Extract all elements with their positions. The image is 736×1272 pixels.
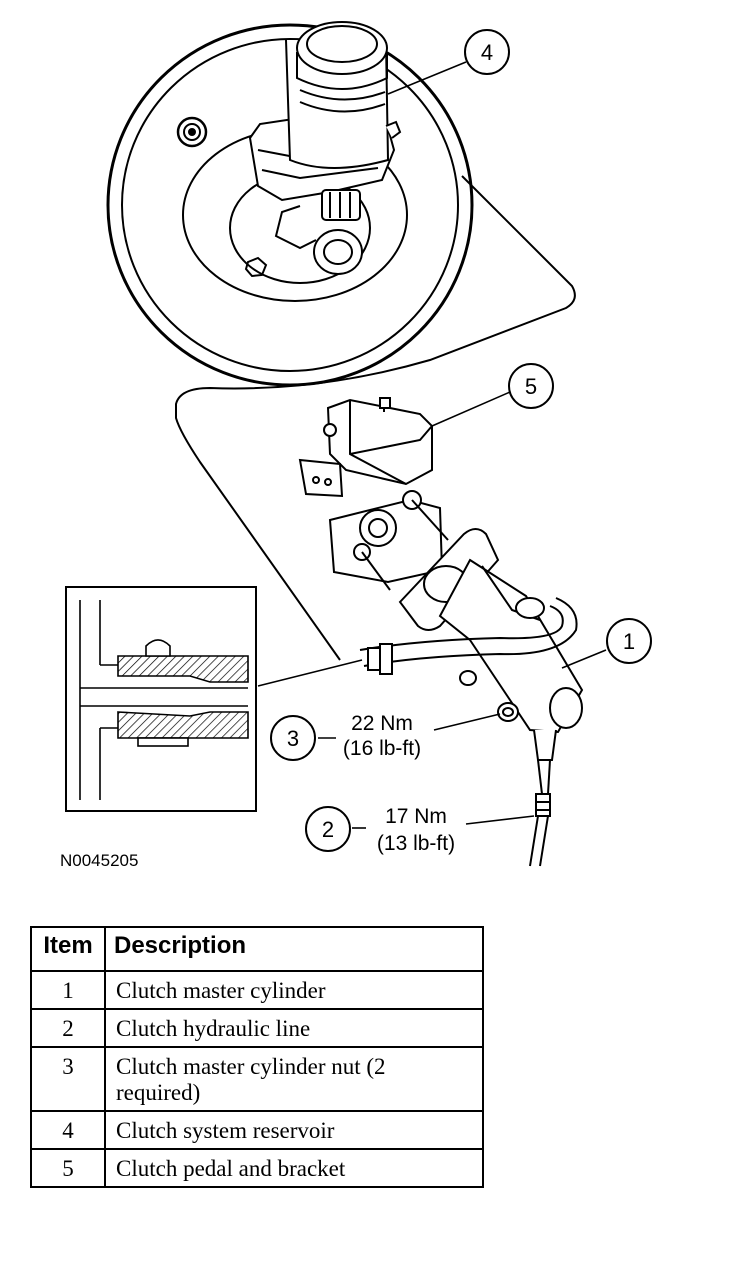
pedal-bracket-drawing: [298, 397, 449, 591]
legend-item-number: 3: [30, 1046, 106, 1112]
clutch-master-cylinder-drawing: [438, 558, 584, 761]
legend-item-description: Clutch master cylinder nut (2 required): [104, 1046, 484, 1112]
callout-4-label: 4: [481, 40, 493, 65]
callout-5: 5: [508, 363, 554, 409]
callout-2: 2: [305, 806, 351, 852]
legend-header-row: Item Description: [30, 926, 484, 972]
cylinder-nut-drawing: [459, 670, 519, 722]
legend-table: Item Description 1 Clutch master cylinde…: [30, 926, 484, 1188]
legend-header-description: Description: [104, 926, 484, 972]
legend-row: 3 Clutch master cylinder nut (2 required…: [30, 1046, 484, 1112]
callout-3: 3: [270, 715, 316, 761]
callout-5-label: 5: [525, 374, 537, 399]
master-cylinder-assembly-drawing: [248, 21, 402, 275]
callout-1-label: 1: [623, 629, 635, 654]
legend-row: 2 Clutch hydraulic line: [30, 1008, 484, 1048]
brake-booster-drawing: [106, 23, 474, 387]
legend-item-description: Clutch system reservoir: [104, 1110, 484, 1150]
legend-item-description: Clutch pedal and bracket: [104, 1148, 484, 1188]
hydraulic-line-drawing: [529, 759, 551, 867]
legend-row: 5 Clutch pedal and bracket: [30, 1148, 484, 1188]
legend-item-number: 5: [30, 1148, 106, 1188]
legend-row: 1 Clutch master cylinder: [30, 970, 484, 1010]
line-torque-imperial: (13 lb-ft): [377, 832, 455, 855]
mounting-surface-outline: [175, 175, 576, 661]
nut-torque-imperial: (16 lb-ft): [343, 737, 421, 760]
line-torque-metric: 17 Nm: [385, 805, 447, 828]
callout-1: 1: [606, 618, 652, 664]
cross-section-inset: [65, 586, 257, 812]
legend-header-item: Item: [30, 926, 106, 972]
legend-row: 4 Clutch system reservoir: [30, 1110, 484, 1150]
legend-item-description: Clutch hydraulic line: [104, 1008, 484, 1048]
legend-item-number: 2: [30, 1008, 106, 1048]
legend-item-number: 1: [30, 970, 106, 1010]
legend-item-description: Clutch master cylinder: [104, 970, 484, 1010]
callout-3-label: 3: [287, 726, 299, 751]
leader-lines: [257, 61, 607, 829]
nut-torque-metric: 22 Nm: [351, 712, 413, 735]
callout-4: 4: [464, 29, 510, 75]
figure-id: N0045205: [60, 851, 138, 870]
legend-item-number: 4: [30, 1110, 106, 1150]
exploded-diagram: 4 5 1 3 2 22 Nm (16 lb-ft) 17 Nm (13 lb-…: [60, 21, 652, 870]
reservoir-hose-drawing: [359, 597, 578, 675]
callout-2-label: 2: [322, 817, 334, 842]
